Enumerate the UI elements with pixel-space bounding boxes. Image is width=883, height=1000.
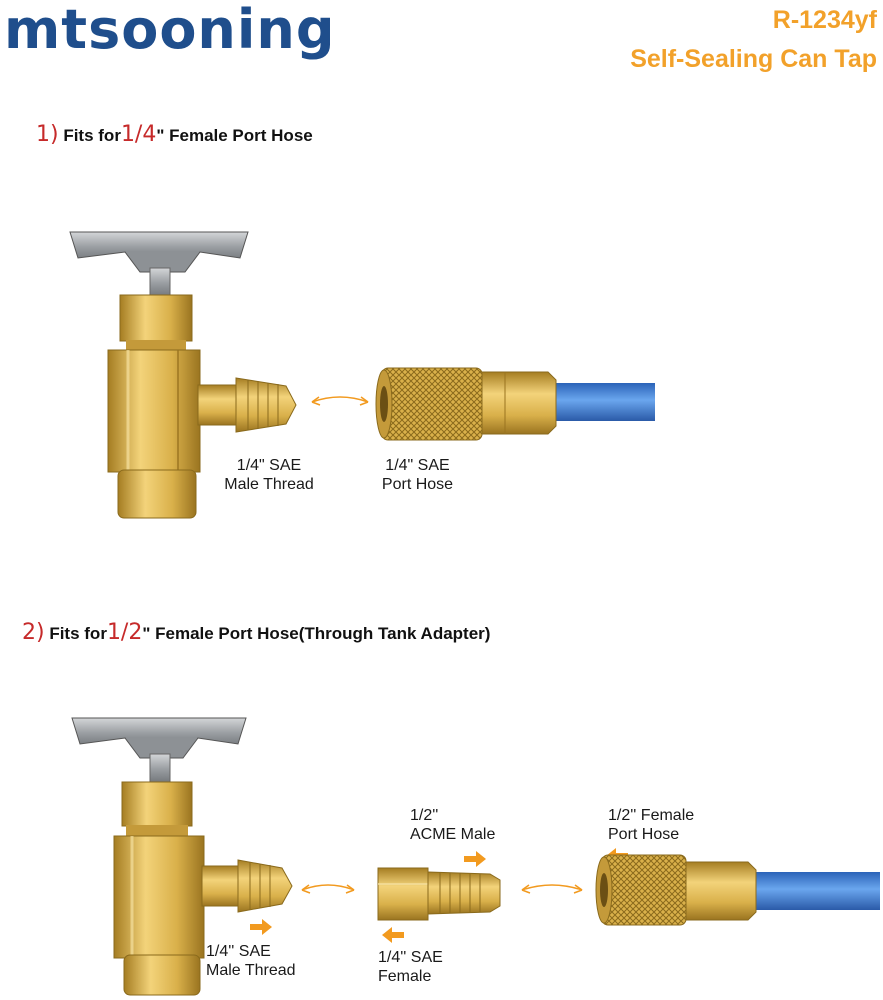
- s2-acme-line2: ACME Male: [410, 826, 496, 843]
- double-arrow-icon: [311, 396, 369, 406]
- s2-male-line1: 1/4'' SAE: [206, 943, 271, 960]
- right-arrow-icon: [250, 919, 272, 935]
- section2-fraction: 1/2: [106, 620, 143, 645]
- left-arrow-icon: [382, 927, 404, 943]
- brand-logo: mtsooning: [4, 0, 336, 61]
- s2-male-line2: Male Thread: [206, 962, 296, 979]
- right-arrow-icon: [464, 851, 486, 867]
- s1-port-line2: Port Hose: [381, 476, 454, 493]
- s2-port-line1: 1/2'' Female: [608, 807, 695, 824]
- section1-post: " Female Port Hose: [156, 126, 313, 145]
- s1-male-line1: 1/4" SAE: [236, 457, 302, 474]
- s2-female-line1: 1/4'' SAE: [378, 949, 443, 966]
- section1-number: 1): [36, 122, 59, 147]
- s2-port-line2: Port Hose: [608, 826, 680, 843]
- s1-male-thread-label: 1/4" SAE Male Thread: [214, 456, 324, 494]
- s2-sae-female-label: 1/4'' SAE Female: [378, 948, 443, 986]
- product-refrigerant: R-1234yf: [772, 6, 877, 34]
- can-tap-valve: [71, 717, 293, 996]
- section1-fraction: 1/4: [120, 122, 157, 147]
- s2-acme-male-label: 1/2'' ACME Male: [410, 806, 495, 844]
- section2-heading: 2) Fits for1/2" Female Port Hose(Through…: [22, 620, 490, 645]
- double-arrow-icon: [301, 884, 355, 894]
- s1-male-line2: Male Thread: [224, 476, 314, 493]
- s2-acme-line1: 1/2'': [410, 807, 439, 824]
- s2-female-line2: Female: [378, 968, 432, 985]
- s2-male-thread-label: 1/4'' SAE Male Thread: [206, 942, 296, 980]
- section1-pre: Fits for: [63, 126, 121, 145]
- section2-number: 2): [22, 620, 45, 645]
- s1-port-hose-label: 1/4" SAE Port Hose: [370, 456, 465, 494]
- product-name: Self-Sealing Can Tap: [630, 45, 877, 73]
- section2-pre: Fits for: [49, 624, 107, 643]
- s2-port-hose-label: 1/2'' Female Port Hose: [608, 806, 694, 844]
- hose-fitting: [595, 854, 880, 926]
- hose-fitting: [375, 367, 655, 441]
- can-tap-valve: [69, 231, 297, 519]
- tank-adapter: [377, 867, 501, 921]
- s1-port-line1: 1/4" SAE: [385, 457, 450, 474]
- section1-heading: 1) Fits for1/4" Female Port Hose: [36, 122, 313, 147]
- section2-post: " Female Port Hose(Through Tank Adapter): [142, 624, 491, 643]
- double-arrow-icon: [521, 884, 583, 894]
